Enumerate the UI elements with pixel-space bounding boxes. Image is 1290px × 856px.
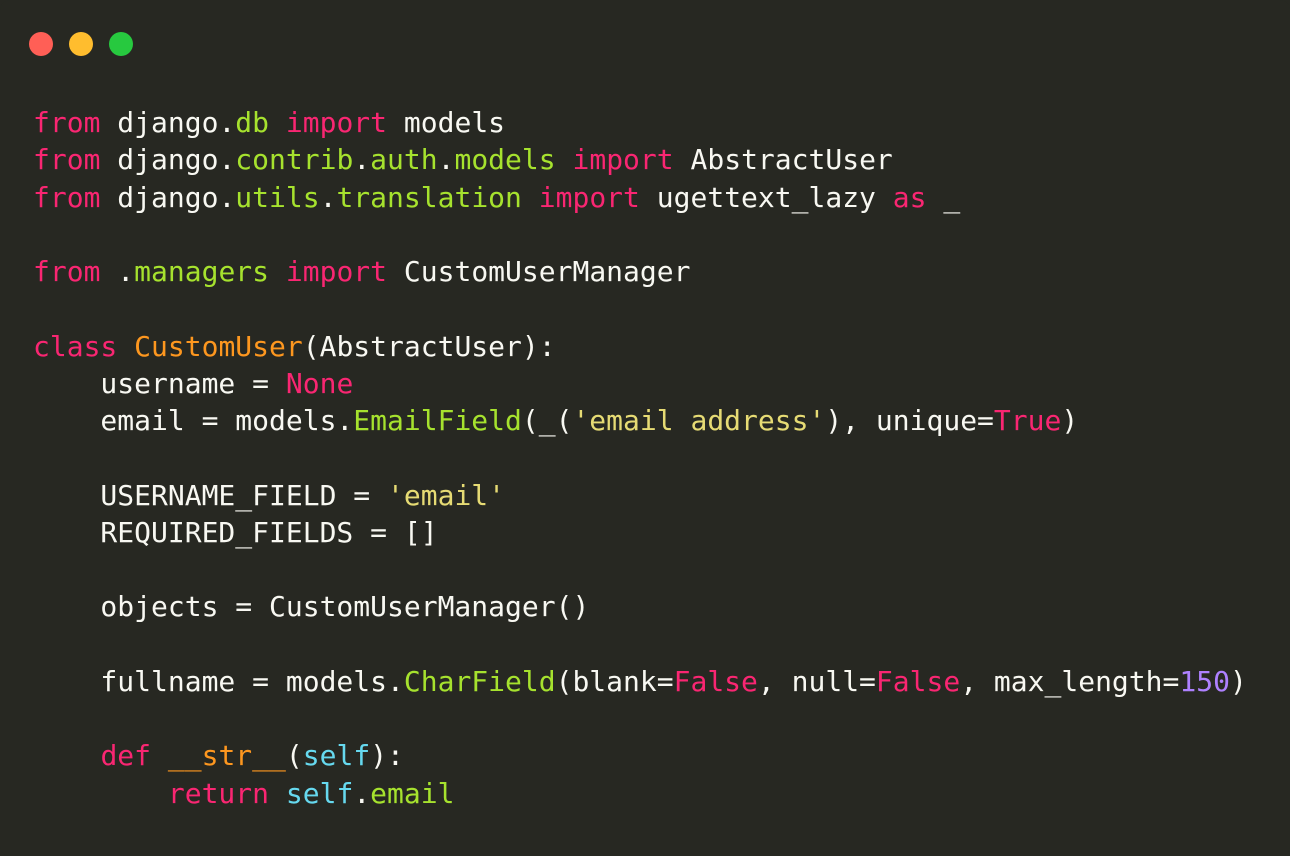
code-line: username = None xyxy=(33,365,1247,402)
code-token: as xyxy=(892,180,927,214)
code-token: import xyxy=(572,143,674,177)
code-token: return xyxy=(167,776,270,810)
code-token: 'email' xyxy=(387,478,506,512)
code-token: 150 xyxy=(1179,664,1230,698)
code-token: self xyxy=(302,739,371,773)
minimize-button[interactable] xyxy=(69,32,93,56)
code-token: CharField xyxy=(403,664,556,698)
code-token: utils xyxy=(235,180,320,214)
code-token: , null= xyxy=(757,664,876,698)
code-line: fullname = models.CharField(blank=False,… xyxy=(33,663,1247,700)
code-token: django. xyxy=(100,143,236,177)
code-token: ugettext_lazy xyxy=(639,180,893,214)
code-token: from xyxy=(33,180,101,214)
code-line xyxy=(33,700,1247,737)
code-line: from .managers import CustomUserManager xyxy=(33,253,1247,290)
code-token xyxy=(522,181,539,214)
code-token: CustomUser xyxy=(134,329,303,363)
code-token: USERNAME_FIELD = xyxy=(33,478,388,512)
code-token: REQUIRED_FIELDS = [] xyxy=(33,515,438,549)
code-token: django. xyxy=(100,106,236,139)
code-line: email = models.EmailField(_('email addre… xyxy=(33,402,1247,439)
code-token: __str__ xyxy=(167,739,286,773)
code-token xyxy=(33,739,100,772)
code-token xyxy=(269,777,286,810)
code-token: self xyxy=(285,776,354,810)
code-line xyxy=(33,216,1247,253)
code-token: . xyxy=(319,180,337,214)
code-token: username = xyxy=(33,366,286,400)
code-line: return self.email xyxy=(33,775,1247,812)
code-token: email xyxy=(370,776,455,810)
code-line xyxy=(33,439,1247,476)
code-token: email = models. xyxy=(33,404,354,437)
code-token: CustomUserManager xyxy=(387,255,691,288)
code-line: def __str__(self): xyxy=(33,737,1247,774)
code-token: import xyxy=(285,255,388,288)
code-token: import xyxy=(285,106,388,139)
code-token: . xyxy=(100,255,135,288)
code-token xyxy=(33,777,168,810)
code-token: auth xyxy=(370,143,438,177)
code-token: translation xyxy=(336,180,522,214)
code-token: import xyxy=(538,180,640,214)
code-token: django. xyxy=(100,180,236,214)
code-token: from xyxy=(33,255,101,288)
code-token: True xyxy=(993,404,1062,437)
code-token xyxy=(151,739,168,772)
code-line xyxy=(33,551,1247,588)
maximize-button[interactable] xyxy=(109,32,133,56)
code-line: objects = CustomUserManager() xyxy=(33,588,1247,625)
code-token xyxy=(269,106,286,139)
code-token: models xyxy=(454,143,556,177)
code-token: ( xyxy=(285,739,303,773)
code-token: . xyxy=(353,776,371,810)
code-token: objects = CustomUserManager() xyxy=(33,590,590,624)
code-token: None xyxy=(285,366,354,400)
code-token: models xyxy=(387,106,506,139)
code-token: . xyxy=(353,143,371,177)
code-token: ): xyxy=(370,739,404,773)
code-token: fullname = models. xyxy=(33,664,404,698)
code-token: 'email address' xyxy=(572,404,826,437)
code-line: from django.utils.translation import uge… xyxy=(33,179,1247,216)
code-token: . xyxy=(437,143,455,177)
code-token: def xyxy=(100,739,152,773)
code-token xyxy=(117,330,134,363)
code-token: from xyxy=(33,143,101,177)
close-button[interactable] xyxy=(29,32,53,56)
code-token: ) xyxy=(1061,404,1079,437)
code-token: (blank= xyxy=(555,664,674,698)
code-token: _ xyxy=(926,180,961,214)
code-line: USERNAME_FIELD = 'email' xyxy=(33,477,1247,514)
code-token xyxy=(269,255,286,288)
code-token xyxy=(556,143,573,176)
code-token: EmailField xyxy=(353,404,522,437)
code-line: REQUIRED_FIELDS = [] xyxy=(33,514,1247,551)
code-token: class xyxy=(33,329,118,363)
code-token: contrib xyxy=(235,143,354,177)
code-token: (_( xyxy=(521,404,573,437)
code-token: (AbstractUser): xyxy=(302,329,556,363)
code-line xyxy=(33,626,1247,663)
window-controls xyxy=(29,32,133,56)
code-token: False xyxy=(875,664,961,698)
code-token: AbstractUser xyxy=(673,143,893,177)
code-token: db xyxy=(235,106,270,139)
code-token: , max_length= xyxy=(960,664,1180,698)
code-token: from xyxy=(33,106,101,139)
code-token: ) xyxy=(1229,664,1247,698)
code-token: False xyxy=(673,664,758,698)
code-line: class CustomUser(AbstractUser): xyxy=(33,328,1247,365)
code-token: managers xyxy=(134,255,270,288)
code-line: from django.db import models xyxy=(33,104,1247,141)
code-line xyxy=(33,290,1247,327)
code-token: ), unique= xyxy=(825,404,994,437)
code-line: from django.contrib.auth.models import A… xyxy=(33,141,1247,178)
